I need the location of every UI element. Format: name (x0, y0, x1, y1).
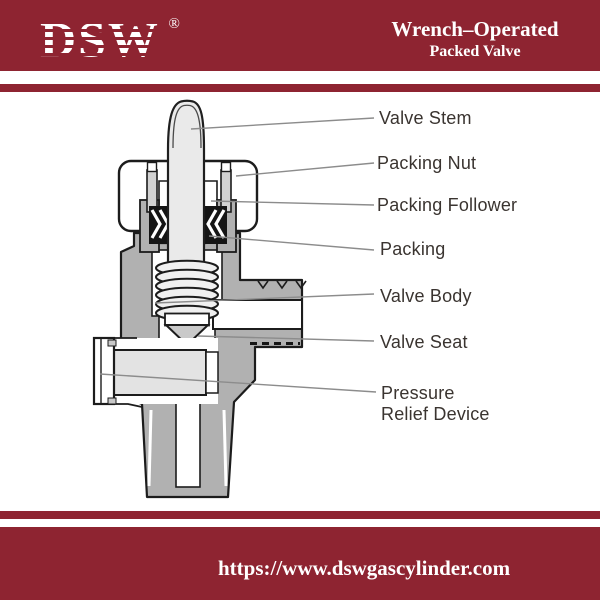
pin-cap-right (220, 161, 232, 173)
leader-packing-nut (235, 162, 375, 177)
logo-stripe-overlay (40, 8, 160, 70)
tail-relief-left (147, 409, 153, 487)
footer-website-url: https://www.dswgascylinder.com (218, 556, 511, 580)
top-divider-bar (0, 84, 600, 92)
tail-relief-right (222, 409, 228, 487)
leader-pressure-relief (99, 373, 377, 393)
brand-logo: DSW ® (40, 8, 180, 70)
label-valve-seat: Valve Seat (380, 332, 468, 352)
prd-plug (113, 349, 207, 396)
leader-valve-seat (197, 335, 375, 342)
stem-cap-seam (172, 104, 202, 149)
outlet-bore (212, 299, 303, 330)
prd-cap-notch-bottom (107, 397, 117, 405)
header-title-line2: Packed Valve (429, 43, 521, 60)
header-title-line1: Wrench–Operated (391, 17, 559, 41)
label-packing: Packing (380, 239, 446, 259)
valve-stem-shape (166, 99, 206, 274)
stem-threads (155, 259, 219, 322)
leader-packing-follower (210, 200, 375, 206)
bottom-divider-bar (0, 511, 600, 519)
seat-holder (164, 312, 210, 327)
leader-valve-body (154, 293, 375, 304)
follower-pin-left (146, 169, 158, 213)
follower-pin-right (220, 169, 232, 213)
prd-plug-end (205, 351, 219, 394)
label-packing-follower: Packing Follower (377, 195, 518, 215)
footer-banner (0, 527, 600, 600)
leader-packing (208, 235, 375, 251)
valve-seat-cone (163, 324, 211, 347)
header-banner: DSW ® Wrench–Operated Packed Valve (0, 0, 600, 71)
leader-valve-stem (190, 117, 375, 130)
label-valve-body: Valve Body (380, 286, 472, 306)
label-packing-nut: Packing Nut (377, 153, 477, 173)
prd-cap (92, 336, 116, 406)
pin-cap-left (146, 161, 158, 173)
label-pressure-relief-device: Pressure Relief Device (381, 383, 490, 424)
prd-cap-notch-top (107, 339, 117, 347)
header-title: Wrench–Operated Packed Valve (368, 17, 582, 61)
leader-lines (99, 117, 377, 393)
registered-trademark-icon: ® (168, 16, 180, 32)
outlet-thread-notches (257, 280, 307, 290)
label-valve-stem: Valve Stem (379, 108, 472, 128)
